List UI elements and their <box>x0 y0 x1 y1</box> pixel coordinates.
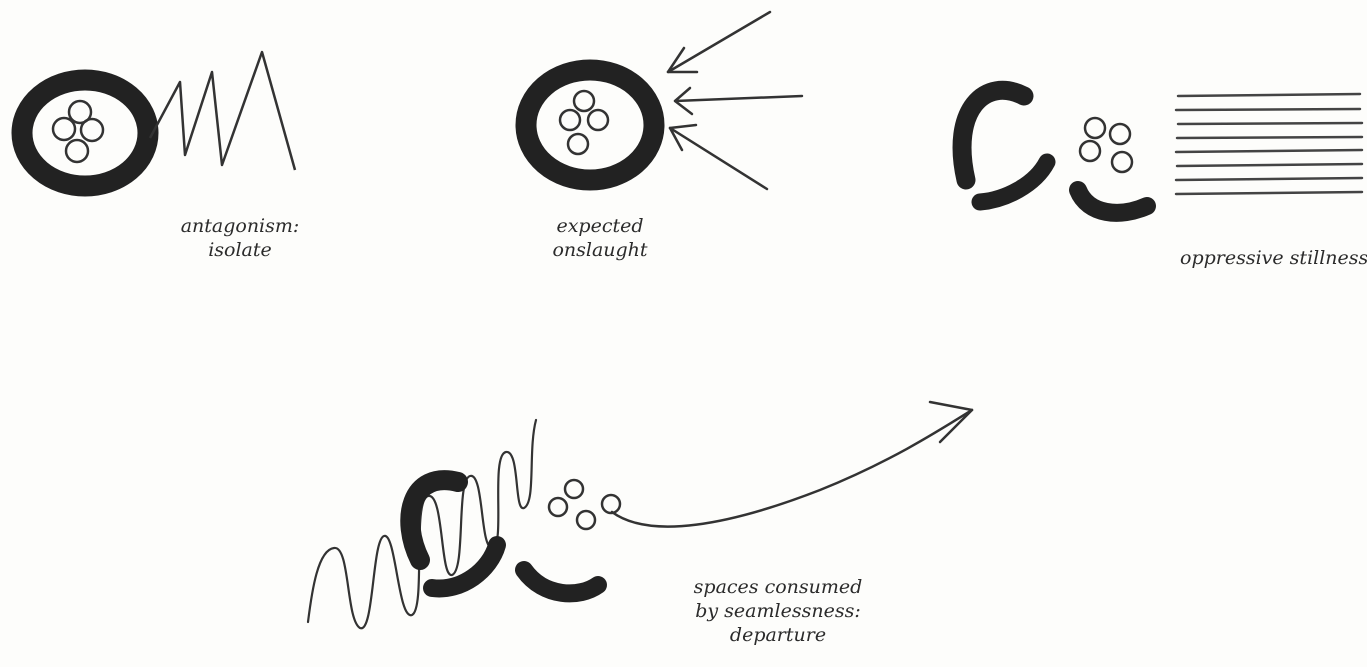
broken-ring-lower-left <box>432 545 497 588</box>
caption-onslaught-line2: onslaught <box>540 238 660 262</box>
caption-antagonism-line2: isolate <box>180 238 300 262</box>
wavy-line <box>308 420 536 628</box>
ring-thick <box>22 80 148 186</box>
cell-cluster <box>53 101 103 162</box>
broken-ring-lower-right <box>524 570 598 593</box>
caption-onslaught-line1: expected <box>540 214 660 238</box>
cell-cluster <box>560 91 608 154</box>
departure-arrow <box>612 410 972 527</box>
panel-antagonism <box>22 52 295 186</box>
caption-stillness-line1: oppressive stillness <box>1180 246 1360 270</box>
broken-ring-upper <box>410 480 458 560</box>
caption-antagonism: antagonism: isolate <box>180 214 300 262</box>
caption-departure: spaces consumed by seamlessness: departu… <box>688 575 868 647</box>
arrows-inward <box>668 12 802 189</box>
broken-ring-upper <box>962 90 1024 180</box>
caption-stillness: oppressive stillness <box>1180 246 1360 270</box>
caption-departure-line2: by seamlessness: <box>688 599 868 623</box>
cell-cluster <box>549 480 620 529</box>
broken-ring-lower-left <box>980 162 1047 202</box>
horizontal-lines <box>1176 94 1362 194</box>
panel-stillness <box>962 90 1362 212</box>
caption-departure-line1: spaces consumed <box>688 575 868 599</box>
caption-antagonism-line1: antagonism: <box>180 214 300 238</box>
caption-departure-line3: departure <box>688 623 868 647</box>
zigzag-spikes <box>150 52 295 170</box>
panel-onslaught <box>526 12 802 189</box>
broken-ring-lower-right <box>1078 190 1147 213</box>
caption-onslaught: expected onslaught <box>540 214 660 262</box>
cell-cluster <box>1080 118 1132 172</box>
panel-departure <box>308 402 972 628</box>
